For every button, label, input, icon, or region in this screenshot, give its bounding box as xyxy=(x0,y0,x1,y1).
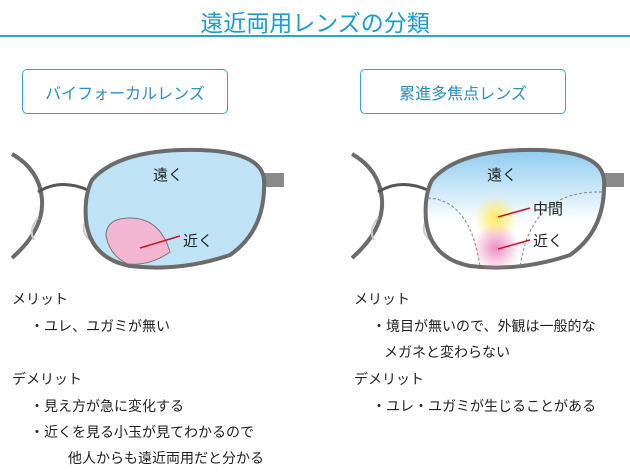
title-divider xyxy=(0,35,630,37)
progressive-heading: 累進多焦点レンズ xyxy=(360,69,566,114)
near-segment xyxy=(105,217,171,265)
near-label: 近く xyxy=(183,232,214,250)
demerit-item: ・見え方が急に変化する xyxy=(30,399,184,415)
far-label: 遠く xyxy=(487,166,518,184)
demerit-item: ・ユレ・ユガミが生じることがある xyxy=(372,399,596,415)
demerit-item: ・近くを見る小玉が見てわかるので xyxy=(30,425,254,441)
merit-item-continued: メガネと変わらない xyxy=(384,345,510,361)
merit-item: ・境目が無いので、外観は一般的な xyxy=(372,319,596,335)
near-label: 近く xyxy=(533,232,564,250)
demerit-title: デメリット xyxy=(12,372,82,388)
page-title: 遠近両用レンズの分類 xyxy=(200,11,430,37)
demerit-title: デメリット xyxy=(354,372,424,388)
progressive-glasses-illustration xyxy=(350,147,624,272)
bifocal-heading: バイフォーカルレンズ xyxy=(22,69,228,114)
merit-item: ・ユレ、ユガミが無い xyxy=(30,319,170,335)
intermediate-label: 中間 xyxy=(533,200,564,218)
bifocal-glasses-illustration xyxy=(10,147,284,270)
merit-title: メリット xyxy=(12,292,68,308)
far-label: 遠く xyxy=(153,166,184,184)
merit-title: メリット xyxy=(354,292,410,308)
demerit-item-continued: 他人からも遠近両用だと分かる xyxy=(68,451,264,467)
